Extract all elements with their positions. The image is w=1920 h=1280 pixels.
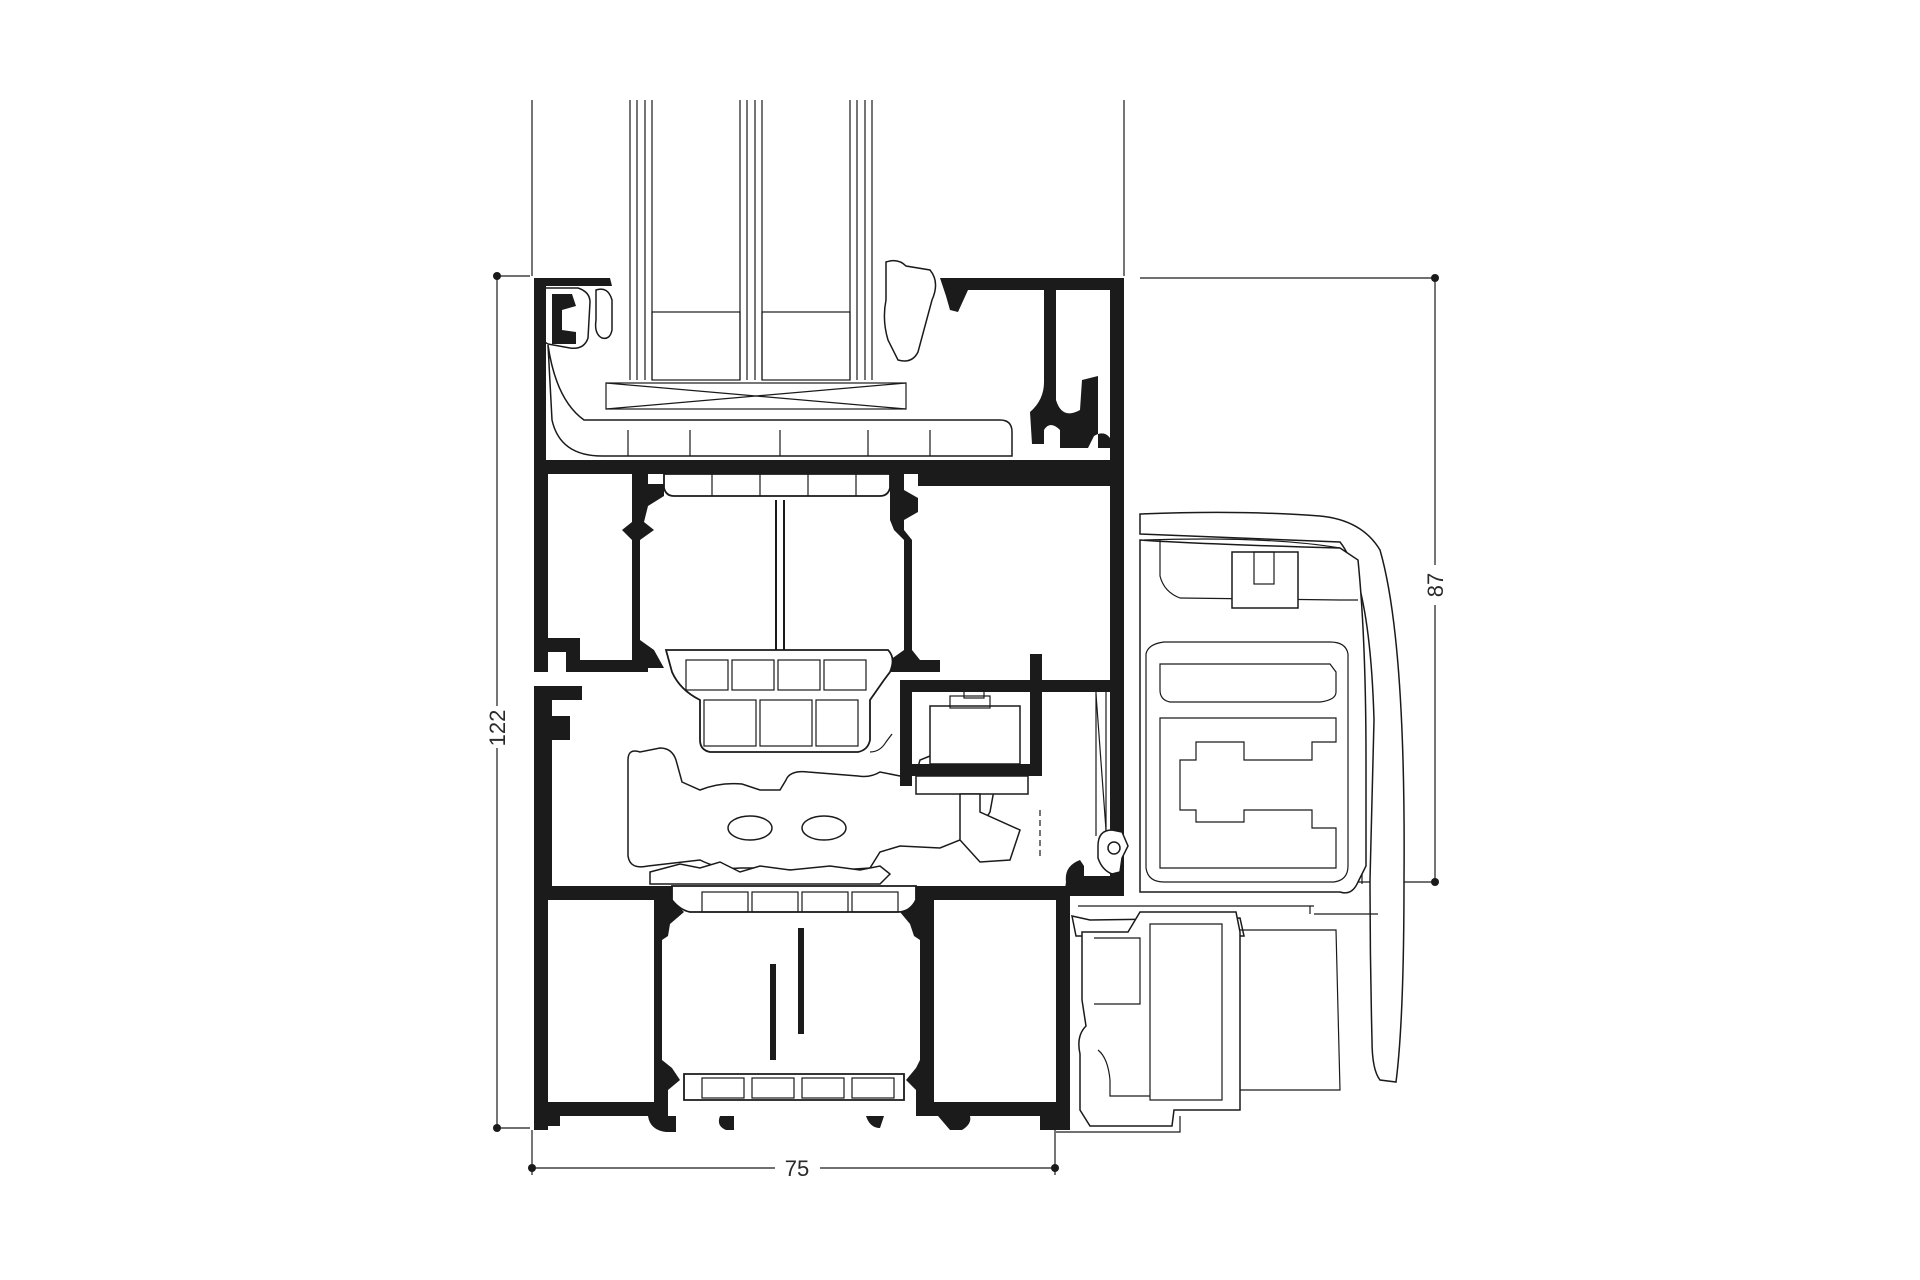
height-total-label: 122	[485, 710, 510, 747]
frame-profile	[534, 686, 1070, 1132]
width-label: 75	[785, 1156, 809, 1181]
glazing-gasket-right	[883, 259, 937, 362]
height-cover-label: 87	[1423, 573, 1448, 597]
sill-insert	[1078, 911, 1241, 1127]
dimension-bottom: 75	[528, 1130, 1059, 1181]
thermal-barrier-top	[663, 473, 891, 497]
sash-chamber-inner	[580, 474, 664, 672]
setting-block	[605, 382, 907, 410]
thermal-barrier-frame-top	[671, 885, 917, 913]
lower-sill	[1056, 905, 1378, 1133]
thermal-barrier-sash-lower	[664, 649, 894, 753]
dimension-left: 122	[485, 272, 530, 1132]
glass-pane-2	[739, 100, 763, 380]
sash-top-section	[534, 259, 1124, 460]
glass-pane-1	[629, 100, 653, 380]
sash-profile	[534, 460, 1124, 874]
dimension-right: 87	[1140, 274, 1448, 886]
glazing-bead	[940, 278, 1124, 460]
glass-spacer-bars	[651, 311, 851, 381]
cover-shell	[1139, 511, 1405, 1083]
glass-pane-3	[849, 100, 873, 380]
hardware-channel	[900, 654, 1124, 896]
external-cover	[1097, 511, 1405, 1083]
glazing-unit	[531, 100, 1125, 410]
glass-support-insert	[547, 344, 1013, 457]
